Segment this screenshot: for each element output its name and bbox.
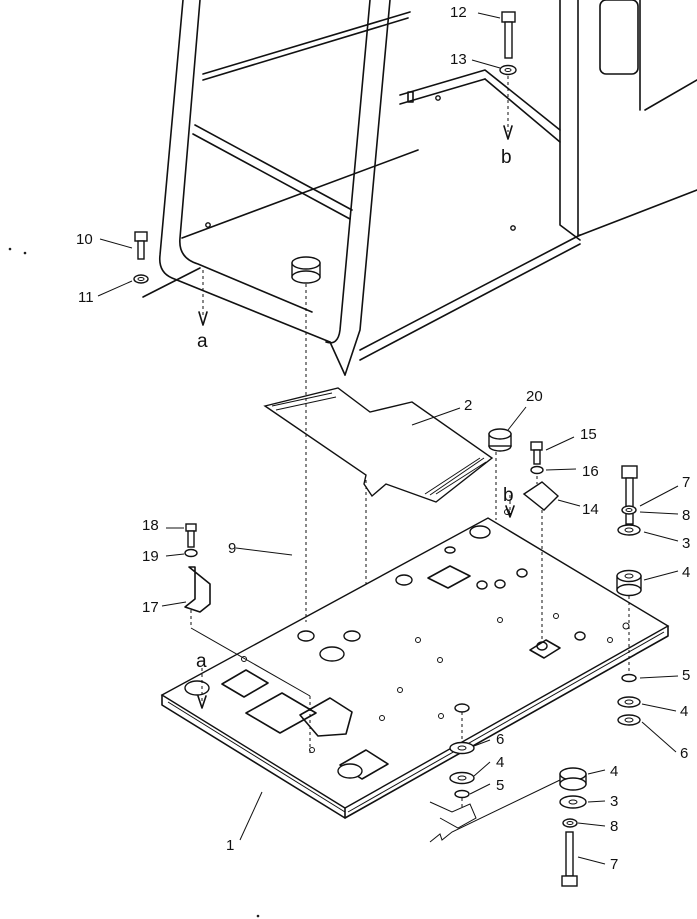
callout-20: 20: [526, 388, 543, 405]
lower-mount-stack: [559, 767, 587, 887]
callout-8-upper: 8: [682, 507, 690, 524]
callout-11: 11: [78, 289, 94, 306]
cab-frame: [158, 0, 697, 376]
callout-14: 14: [582, 501, 599, 518]
callout-9: 9: [228, 540, 236, 557]
bracket-17-assembly: [184, 523, 311, 754]
callout-1: 1: [226, 837, 234, 854]
ref-letter-a-bottom: a: [196, 651, 207, 672]
callout-8-lower: 8: [610, 818, 618, 835]
callout-3-upper: 3: [682, 535, 690, 552]
callout-17: 17: [142, 599, 159, 616]
center-mount-stack: [429, 703, 561, 843]
callout-13: 13: [450, 51, 467, 68]
callout-18: 18: [142, 517, 159, 534]
floor-plate: [160, 509, 670, 819]
callout-12: 12: [450, 4, 467, 21]
rubber-plug-9: [291, 256, 321, 622]
callout-4-center: 4: [496, 754, 504, 771]
callout-4-right: 4: [680, 703, 688, 720]
callout-7-upper: 7: [682, 474, 690, 491]
callout-19: 19: [142, 548, 159, 565]
callout-3-lower: 3: [610, 793, 618, 810]
right-mount-stack: [616, 465, 642, 726]
ref-arrow-a-lower: [197, 668, 207, 709]
callout-6-right: 6: [680, 745, 688, 762]
callout-16: 16: [582, 463, 599, 480]
ref-letter-b-bottom: b: [503, 485, 514, 506]
callout-2: 2: [464, 397, 472, 414]
ref-letter-b-top: b: [501, 147, 512, 168]
rubber-mount-20: [488, 428, 512, 520]
callout-7-lower: 7: [610, 856, 618, 873]
leader-lines: [97, 12, 679, 865]
bolt-12-assembly: [499, 11, 517, 140]
callout-10: 10: [76, 231, 93, 248]
callout-5-center: 5: [496, 777, 504, 794]
plate-14-assembly: [505, 441, 560, 640]
bolt-10-assembly: [133, 231, 208, 326]
callout-15: 15: [580, 426, 597, 443]
callout-5-right: 5: [682, 667, 690, 684]
callout-labels: 12 13 10 11 2 20 15 16 14 7 8 3 4 5 4 6 …: [76, 4, 690, 873]
ref-letter-a-top: a: [197, 331, 208, 352]
callout-4-lower: 4: [610, 763, 618, 780]
callout-4-upper: 4: [682, 564, 690, 581]
callout-6-center: 6: [496, 731, 504, 748]
